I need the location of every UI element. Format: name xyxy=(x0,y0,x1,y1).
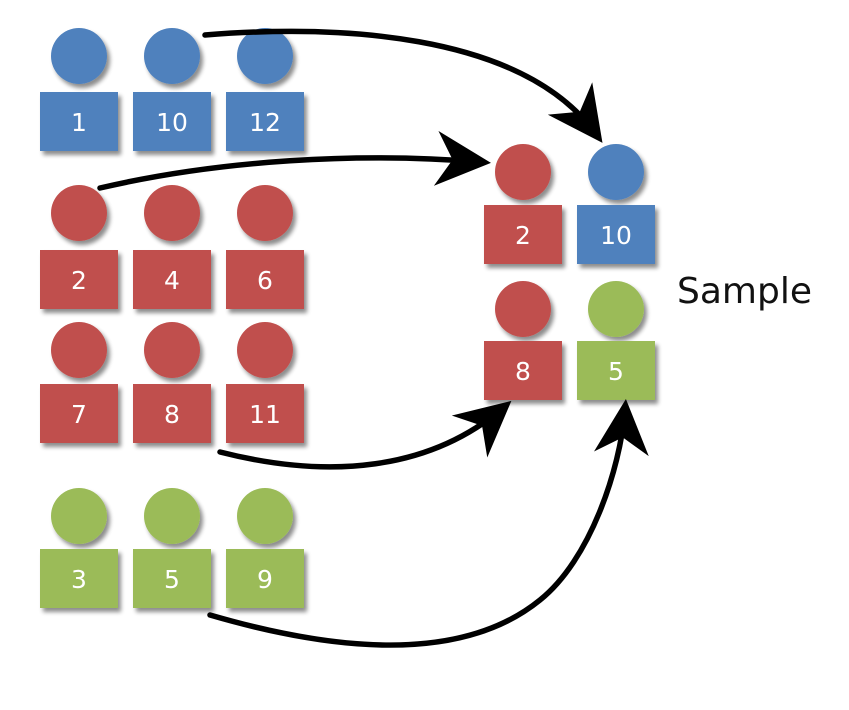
person-id: 6 xyxy=(257,266,273,295)
person-body xyxy=(226,384,304,443)
person-figure xyxy=(226,322,304,443)
person-body xyxy=(226,92,304,151)
person-id: 5 xyxy=(164,565,180,594)
person-head xyxy=(144,185,200,241)
person-head xyxy=(237,322,293,378)
person-id: 8 xyxy=(515,357,531,386)
person-figure xyxy=(484,144,562,264)
person-figure xyxy=(577,281,655,400)
person-id: 8 xyxy=(164,400,180,429)
person-body xyxy=(133,92,211,151)
person-id: 2 xyxy=(71,266,87,295)
selection-arrow xyxy=(207,399,649,648)
person-id: 2 xyxy=(515,221,531,250)
person-body xyxy=(40,250,118,309)
person-figure xyxy=(484,281,562,400)
person-body xyxy=(133,384,211,443)
person-head xyxy=(51,488,107,544)
person-head xyxy=(237,28,293,84)
person-id: 1 xyxy=(71,108,87,137)
person-body xyxy=(226,549,304,608)
person-figure xyxy=(133,488,211,608)
person-head xyxy=(495,281,551,337)
person-id: 4 xyxy=(164,266,180,295)
person-head xyxy=(144,28,200,84)
person-body xyxy=(40,549,118,608)
person-head xyxy=(588,281,644,337)
person-id: 10 xyxy=(156,108,188,137)
person-id: 9 xyxy=(257,565,273,594)
person-id: 10 xyxy=(600,221,632,250)
person-body xyxy=(40,92,118,151)
person-figure xyxy=(133,322,211,443)
person-body xyxy=(133,549,211,608)
person-id: 3 xyxy=(71,565,87,594)
person-head xyxy=(51,28,107,84)
person-figure xyxy=(133,28,211,151)
person-id: 11 xyxy=(249,400,281,429)
person-head xyxy=(144,488,200,544)
person-body xyxy=(484,341,562,400)
selection-arrows xyxy=(97,28,649,648)
selection-arrow xyxy=(217,400,512,470)
sample-label: Sample xyxy=(677,271,812,312)
person-head xyxy=(51,185,107,241)
person-head xyxy=(51,322,107,378)
person-head xyxy=(495,144,551,200)
person-head xyxy=(237,185,293,241)
person-body xyxy=(133,250,211,309)
person-figure xyxy=(226,28,304,151)
selection-arrow xyxy=(202,28,603,143)
person-figure xyxy=(133,185,211,309)
person-figure xyxy=(40,185,118,309)
person-body xyxy=(577,205,655,264)
person-figure xyxy=(226,185,304,309)
person-id: 5 xyxy=(608,357,624,386)
person-head xyxy=(237,488,293,544)
person-body xyxy=(40,384,118,443)
sample-group: 2 10 8 5 xyxy=(484,144,655,400)
person-figure xyxy=(226,488,304,608)
person-body xyxy=(577,341,655,400)
person-id: 12 xyxy=(249,108,281,137)
selection-arrow xyxy=(97,130,491,191)
person-figure xyxy=(40,488,118,608)
person-figure xyxy=(40,322,118,443)
person-id: 7 xyxy=(71,400,87,429)
population: 1 10 12 2 4 6 7 8 11 3 5 9 xyxy=(40,28,304,608)
person-head xyxy=(144,322,200,378)
person-figure xyxy=(40,28,118,151)
person-figure xyxy=(577,144,655,264)
person-body xyxy=(484,205,562,264)
person-body xyxy=(226,250,304,309)
person-head xyxy=(588,144,644,200)
